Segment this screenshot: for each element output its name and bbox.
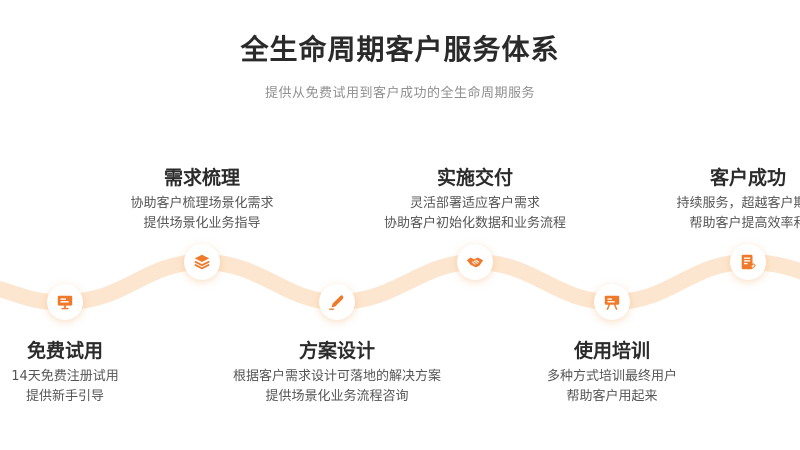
- step-desc-line: 多种方式培训最终用户: [546, 369, 677, 384]
- step-title: 免费试用: [26, 340, 103, 362]
- document-icon: [741, 254, 756, 270]
- step-desc-line: 协助客户梳理场景化需求: [130, 196, 274, 211]
- page-title: 全生命周期客户服务体系: [240, 33, 560, 66]
- step-title: 实施交付: [436, 167, 513, 189]
- step-desc-line: 帮助客户用起来: [566, 389, 658, 404]
- step-desc-line: 协助客户初始化数据和业务流程: [383, 216, 566, 231]
- handshake-icon: [466, 257, 484, 268]
- step-node-solution-design: [319, 284, 355, 320]
- step-title: 需求梳理: [163, 167, 240, 189]
- step-node-training: [594, 284, 630, 320]
- monitor-icon: [57, 295, 73, 310]
- step-desc-line: 提供场景化业务指导: [143, 216, 261, 231]
- step-desc-line: 根据客户需求设计可落地的解决方案: [232, 369, 441, 384]
- step-training: 使用培训 多种方式培训最终用户 帮助客户用起来: [492, 339, 732, 407]
- step-title: 客户成功: [709, 167, 786, 189]
- step-title: 方案设计: [298, 340, 375, 362]
- step-title: 使用培训: [573, 340, 650, 362]
- step-free-trial: 免费试用 14天免费注册试用 提供新手引导: [0, 339, 185, 407]
- step-desc-line: 灵活部署适应客户需求: [409, 196, 540, 211]
- page-subtitle: 提供从免费试用到客户成功的全生命周期服务: [264, 86, 535, 101]
- step-node-customer-success: [730, 244, 766, 280]
- step-desc-line: 14天免费注册试用: [11, 369, 119, 384]
- step-desc-line: 提供场景化业务流程咨询: [265, 389, 409, 404]
- step-solution-design: 方案设计 根据客户需求设计可落地的解决方案 提供场景化业务流程咨询: [217, 339, 457, 407]
- layers-icon: [194, 254, 210, 270]
- step-desc-line: 提供新手引导: [25, 389, 104, 404]
- step-customer-success: 客户成功 持续服务，超越客户期望 帮助客户提高效率和: [628, 166, 800, 234]
- step-desc-line: 帮助客户提高效率和: [689, 216, 800, 231]
- presentation-icon: [604, 295, 620, 310]
- step-node-requirements: [184, 244, 220, 280]
- step-requirements: 需求梳理 协助客户梳理场景化需求 提供场景化业务指导: [82, 166, 322, 234]
- step-desc-line: 持续服务，超越客户期望: [676, 196, 800, 211]
- step-node-free-trial: [47, 284, 83, 320]
- step-node-delivery: [457, 244, 493, 280]
- step-delivery: 实施交付 灵活部署适应客户需求 协助客户初始化数据和业务流程: [355, 166, 595, 234]
- pen-icon: [329, 295, 344, 310]
